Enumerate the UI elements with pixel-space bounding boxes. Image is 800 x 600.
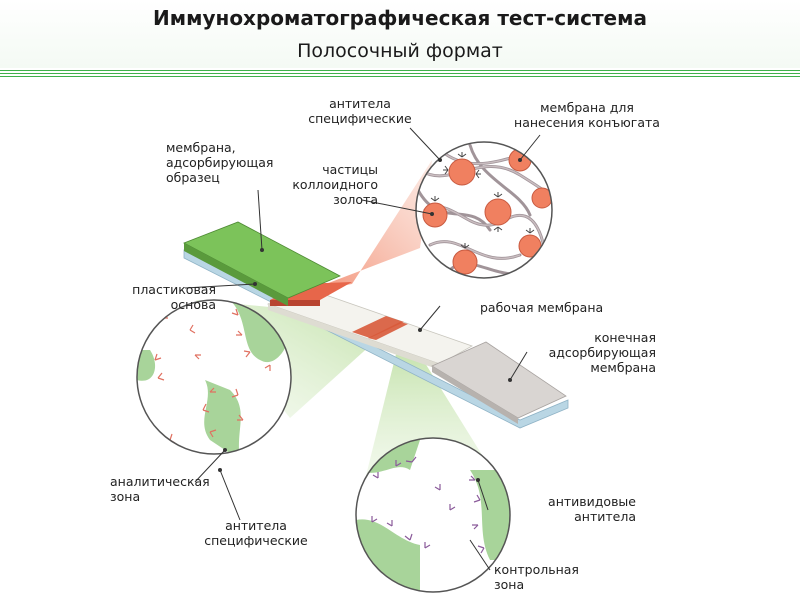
gold-particle [452,249,478,275]
page-subtitle: Полосочный формат [297,40,503,62]
leader-working [419,305,441,331]
label-antibodies-specific-top: антитела специфические [308,96,412,126]
leader-antibodies-bottom [219,469,241,521]
header-divider [0,70,800,80]
label-end-membrane: конечная адсорбирующая мембрана [548,330,656,375]
title-area: Иммунохроматографическая тест-система По… [0,0,800,68]
plastic-base [183,249,569,429]
leader-sample-membrane [257,189,263,251]
sample-pad [183,221,341,299]
leader-gold [361,199,433,215]
control-zoom-circle [356,438,510,592]
gold-particle [448,158,476,186]
label-plastic-base: пластиковая основа [132,282,216,312]
page-title: Иммунохроматографическая тест-система [153,6,647,30]
gold-particle [518,234,542,258]
zoom-beam-conjugate [305,160,432,292]
leader-analytical [194,449,226,483]
control-line [368,322,408,340]
gold-particle [422,202,448,228]
leader-antispecies [477,479,489,511]
label-gold-particles: частицы коллоидного золота [292,162,378,207]
label-antibodies-specific-bottom: антитела специфические [204,518,308,548]
test-line [352,316,404,338]
leader-plastic [184,283,256,289]
label-antispecies-antibodies: антивидовые антитела [548,494,636,524]
leader-conjugate-membrane [519,134,541,161]
label-working-membrane: рабочая мембрана [480,300,604,315]
label-sample-membrane: мембрана, адсорбирующая образец [166,140,274,185]
conjugate-zoom-circle [416,142,552,278]
end-pad [431,341,567,419]
gold-particle [531,187,552,209]
leader-end [509,351,528,381]
label-conjugate-membrane: мембрана для нанесения конъюгата [514,100,660,130]
label-analytical-zone: аналитическая зона [110,474,210,504]
label-control-zone: контрольная зона [494,562,579,592]
leader-antibodies-top [409,127,441,161]
gold-particle [484,198,512,226]
leader-control [469,539,491,571]
